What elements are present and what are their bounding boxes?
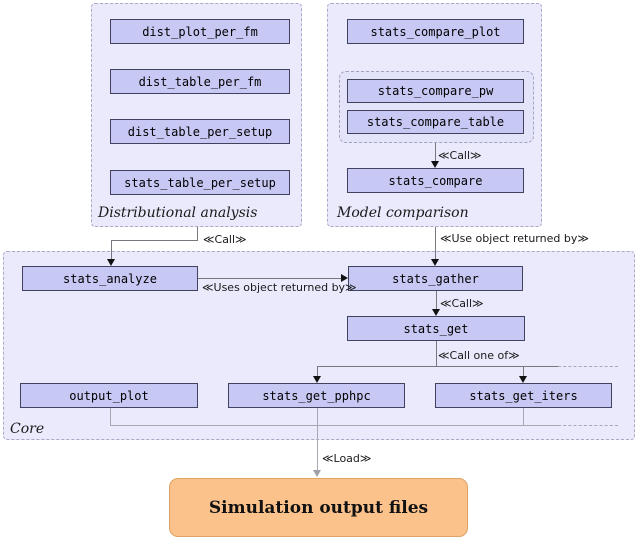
- edge-model-to-gather: [435, 227, 436, 260]
- node-stats-get-iters: stats_get_iters: [435, 383, 612, 408]
- edge-pair-to-compare: [435, 143, 436, 162]
- edge-get-branch-stem: [436, 341, 437, 367]
- node-output-plot: output_plot: [20, 383, 198, 408]
- node-stats-compare: stats_compare: [347, 168, 524, 193]
- node-stats-gather: stats_gather: [348, 266, 523, 291]
- arrowhead-down-icon: [431, 161, 439, 168]
- group-title-distributional: Distributional analysis: [98, 205, 258, 221]
- arrowhead-down-icon: [432, 309, 440, 316]
- edge-branch-to-iters: [523, 366, 524, 377]
- edge-label-call-compare: ≪Call≫: [438, 149, 482, 162]
- edge-iters-stub: [523, 408, 524, 426]
- node-stats-compare-plot: stats_compare_plot: [347, 19, 524, 44]
- edge-get-branch-extension: [558, 366, 618, 367]
- edge-load-line: [317, 408, 318, 471]
- edge-branch-to-pphpc: [317, 366, 318, 377]
- node-dist-plot-per-fm: dist_plot_per_fm: [110, 19, 290, 44]
- edge-label-call-one-of: ≪Call one of≫: [438, 349, 520, 362]
- node-stats-compare-pw: stats_compare_pw: [347, 79, 524, 103]
- edge-label-call-get: ≪Call≫: [440, 297, 484, 310]
- edge-dist-to-analyze: [111, 240, 112, 260]
- node-stats-table-per-setup: stats_table_per_setup: [110, 170, 290, 195]
- node-stats-compare-table: stats_compare_table: [347, 110, 524, 134]
- edge-analyze-to-gather: [198, 278, 342, 279]
- node-stats-analyze: stats_analyze: [22, 266, 198, 291]
- node-simulation-output-files: Simulation output files: [169, 478, 468, 537]
- group-title-model-comparison: Model comparison: [337, 205, 469, 221]
- node-dist-table-per-fm: dist_table_per_fm: [110, 69, 290, 94]
- arrowhead-right-icon: [341, 274, 348, 282]
- edge-dist-elbow: [111, 240, 198, 241]
- arrowhead-down-icon: [431, 259, 439, 266]
- node-stats-get: stats_get: [347, 316, 525, 341]
- edge-label-call-dist: ≪Call≫: [203, 233, 247, 246]
- edge-collector-bar: [110, 425, 558, 426]
- edge-label-uses-object: ≪Uses object returned by≫: [202, 281, 357, 294]
- edge-collector-extension: [558, 425, 618, 426]
- edge-label-use-object: ≪Use object returned by≫: [440, 232, 589, 245]
- edge-outputplot-stub: [110, 408, 111, 426]
- node-dist-table-per-setup: dist_table_per_setup: [110, 119, 290, 144]
- arrowhead-down-icon: [107, 259, 115, 266]
- arrowhead-down-icon: [519, 376, 527, 383]
- arrowhead-down-icon: [313, 470, 321, 477]
- edge-get-branch-bar: [317, 366, 558, 367]
- node-stats-get-pphpc: stats_get_pphpc: [228, 383, 405, 408]
- arrowhead-down-icon: [313, 376, 321, 383]
- edge-label-load: ≪Load≫: [322, 452, 372, 465]
- edge-gather-to-get: [436, 291, 437, 310]
- group-title-core: Core: [10, 421, 45, 437]
- edge-dist-stub: [197, 227, 198, 241]
